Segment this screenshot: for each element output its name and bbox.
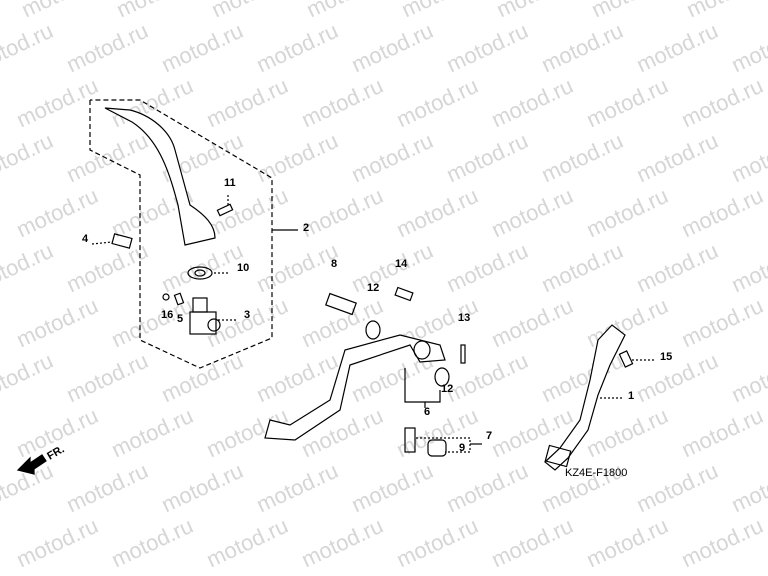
part-number-1: 1 <box>628 390 635 402</box>
front-arrow-icon <box>16 454 47 475</box>
part-number-10: 10 <box>237 262 250 274</box>
part-number-15: 15 <box>660 351 673 363</box>
part-number-11: 11 <box>224 177 236 189</box>
part-number-4: 4 <box>82 233 89 245</box>
part-number-5: 5 <box>177 313 184 325</box>
part-number-7: 7 <box>486 430 493 442</box>
kick-assembly-group-box <box>89 99 273 369</box>
part-number-6: 6 <box>424 406 431 418</box>
part-number-9: 9 <box>459 442 466 454</box>
kick-pedal <box>544 324 626 471</box>
gear-pedal <box>264 334 446 441</box>
kick-arm <box>104 107 216 246</box>
part-number-12: 12 <box>367 282 380 294</box>
part-number-12: 12 <box>441 383 454 395</box>
part-number-3: 3 <box>244 309 251 321</box>
part-number-8: 8 <box>331 258 338 270</box>
part-number-14: 14 <box>395 258 408 270</box>
diagram-code: KZ4E-F1800 <box>565 467 628 479</box>
part-number-2: 2 <box>303 222 310 234</box>
part-number-16: 16 <box>161 309 174 321</box>
part-number-13: 13 <box>458 312 471 324</box>
